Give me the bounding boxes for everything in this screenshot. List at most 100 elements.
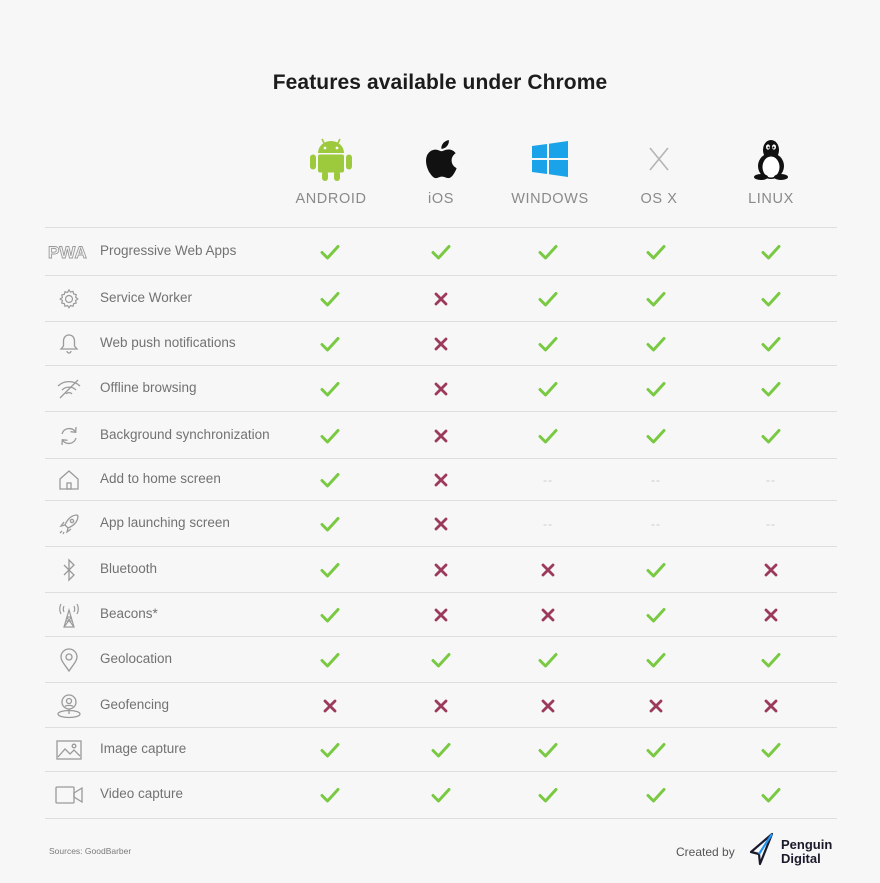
apple-icon — [386, 130, 496, 188]
image-icon — [54, 737, 84, 763]
feature-label: Image capture — [100, 741, 187, 756]
platform-label: LINUX — [748, 191, 794, 207]
gear-icon — [54, 286, 84, 312]
platform-label: iOS — [428, 191, 454, 207]
cross-icon — [421, 559, 461, 581]
check-icon — [528, 784, 568, 806]
feature-row: Background synchronization — [45, 411, 837, 459]
wifi-off-icon — [54, 376, 84, 402]
check-icon — [636, 425, 676, 447]
feature-row: Add to home screen------ — [45, 458, 837, 501]
check-icon — [310, 469, 350, 491]
cross-icon — [751, 559, 791, 581]
cross-icon — [421, 333, 461, 355]
rocket-icon — [54, 511, 84, 537]
check-icon — [751, 739, 791, 761]
check-icon — [751, 288, 791, 310]
feature-row: Geofencing — [45, 682, 837, 728]
linux-tux-icon — [716, 130, 826, 188]
cross-icon — [636, 695, 676, 717]
geofence-icon — [54, 693, 84, 719]
penguin-digital-logo-icon — [748, 832, 776, 871]
check-icon — [528, 288, 568, 310]
platform-osx: OS X — [604, 130, 714, 207]
check-icon — [310, 604, 350, 626]
platform-windows: WINDOWS — [495, 130, 605, 207]
check-icon — [636, 604, 676, 626]
feature-row: Video capture — [45, 771, 837, 819]
platform-android: ANDROID — [276, 130, 386, 207]
cross-icon — [421, 469, 461, 491]
check-icon — [310, 333, 350, 355]
check-icon — [636, 288, 676, 310]
cross-icon — [421, 425, 461, 447]
windows-icon — [495, 130, 605, 188]
svg-text:PWA: PWA — [48, 243, 87, 261]
check-icon — [751, 649, 791, 671]
platform-linux: LINUX — [716, 130, 826, 207]
platform-label: WINDOWS — [511, 191, 589, 207]
bluetooth-icon — [54, 557, 84, 583]
video-camera-icon — [54, 782, 84, 808]
cross-icon — [528, 559, 568, 581]
check-icon — [528, 425, 568, 447]
cross-icon — [751, 695, 791, 717]
cross-icon — [421, 513, 461, 535]
check-icon — [310, 739, 350, 761]
not-applicable-dash: -- — [543, 473, 553, 487]
check-icon — [421, 241, 461, 263]
home-icon — [54, 467, 84, 493]
feature-row: Web push notifications — [45, 321, 837, 366]
sources-note: Sources: GoodBarber — [49, 846, 132, 856]
feature-label: Web push notifications — [100, 335, 236, 350]
feature-row: Service Worker — [45, 275, 837, 322]
feature-row: App launching screen------ — [45, 500, 837, 547]
check-icon — [310, 241, 350, 263]
check-icon — [310, 288, 350, 310]
check-icon — [636, 333, 676, 355]
brand-line-2: Digital — [781, 851, 821, 866]
created-by-label: Created by — [676, 845, 735, 859]
check-icon — [421, 784, 461, 806]
feature-row: Beacons* — [45, 592, 837, 637]
not-applicable-dash: -- — [651, 517, 661, 531]
check-icon — [751, 241, 791, 263]
platform-label: ANDROID — [295, 191, 367, 207]
cross-icon — [421, 288, 461, 310]
android-icon — [276, 130, 386, 188]
osx-icon — [604, 130, 714, 188]
cross-icon — [528, 695, 568, 717]
feature-label: Progressive Web Apps — [100, 243, 237, 258]
cross-icon — [528, 604, 568, 626]
cross-icon — [751, 604, 791, 626]
beacon-icon — [54, 602, 84, 628]
check-icon — [310, 649, 350, 671]
feature-label: Add to home screen — [100, 471, 221, 486]
check-icon — [528, 378, 568, 400]
feature-label: Background synchronization — [100, 426, 270, 442]
cross-icon — [421, 695, 461, 717]
check-icon — [751, 425, 791, 447]
feature-row: Geolocation — [45, 636, 837, 683]
not-applicable-dash: -- — [766, 517, 776, 531]
feature-label: Geofencing — [100, 696, 170, 712]
check-icon — [636, 378, 676, 400]
platform-ios: iOS — [386, 130, 496, 207]
feature-label: Geolocation — [100, 651, 173, 666]
feature-label: Offline browsing — [100, 380, 197, 395]
check-icon — [310, 784, 350, 806]
check-icon — [751, 784, 791, 806]
cross-icon — [421, 604, 461, 626]
platform-label: OS X — [640, 191, 678, 207]
feature-row: Offline browsing — [45, 365, 837, 412]
check-icon — [636, 784, 676, 806]
feature-label: Service Worker — [100, 290, 193, 305]
check-icon — [751, 378, 791, 400]
check-icon — [528, 649, 568, 671]
cross-icon — [421, 378, 461, 400]
feature-label: Bluetooth — [100, 561, 158, 576]
check-icon — [310, 378, 350, 400]
check-icon — [310, 425, 350, 447]
check-icon — [636, 559, 676, 581]
check-icon — [310, 559, 350, 581]
